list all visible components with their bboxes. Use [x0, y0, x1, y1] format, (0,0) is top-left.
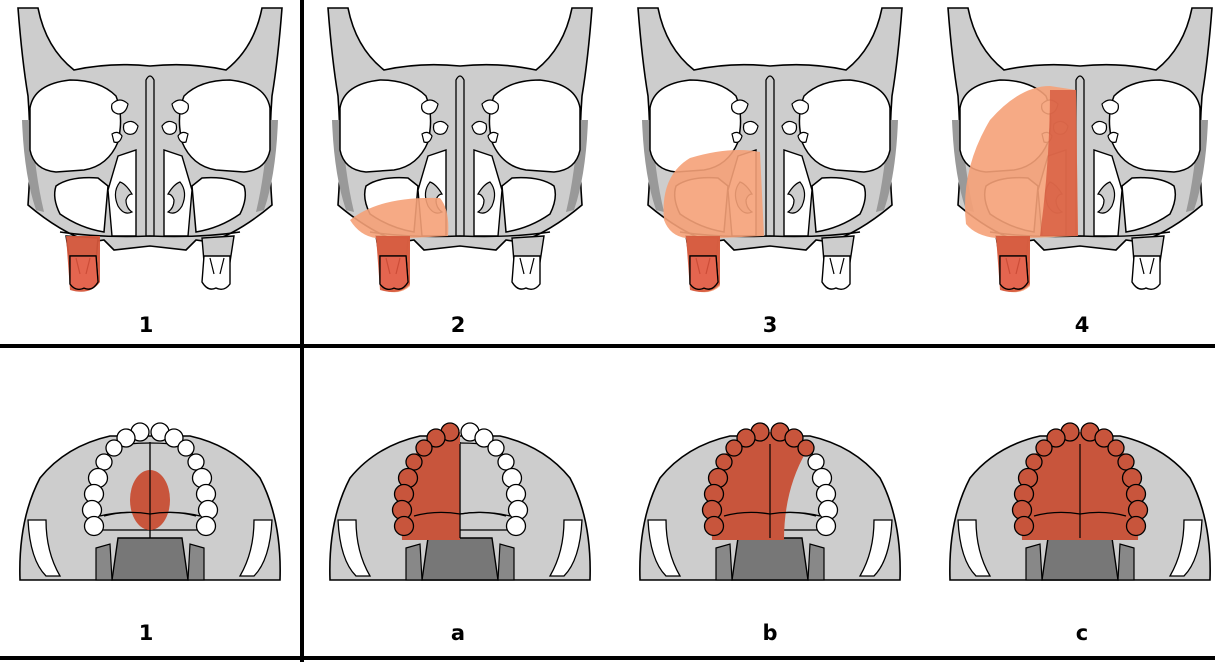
tooth-left-8 — [1015, 517, 1034, 536]
tooth-right-4 — [498, 454, 514, 470]
tooth-right-4 — [808, 454, 824, 470]
tooth-right-4 — [188, 454, 204, 470]
palate-panel-1 — [20, 423, 280, 580]
coronal-panel-3 — [638, 8, 902, 292]
tooth-right-8 — [817, 517, 836, 536]
tooth-right-8 — [1127, 517, 1146, 536]
coronal-panel-4 — [948, 8, 1212, 292]
palate-panel-c — [950, 423, 1210, 580]
tooth-right-8 — [197, 517, 216, 536]
panel-label-bottom-b: b — [740, 621, 800, 645]
coronal-panel-1 — [18, 8, 282, 292]
panel-label-bottom-c: c — [1052, 621, 1112, 645]
tooth-right-3 — [488, 440, 504, 456]
tooth-left-3 — [106, 440, 122, 456]
tooth-left-8 — [705, 517, 724, 536]
panel-label-top-4: 4 — [1052, 313, 1112, 337]
tooth-left-3 — [1036, 440, 1052, 456]
palate-panel-a — [330, 423, 590, 580]
panel-label-bottom-a: a — [428, 621, 488, 645]
panel-label-top-3: 3 — [740, 313, 800, 337]
tooth-right-4 — [1118, 454, 1134, 470]
tooth-left-3 — [726, 440, 742, 456]
tooth-left-8 — [85, 517, 104, 536]
coronal-panel-2 — [328, 8, 592, 292]
tooth-left-4 — [716, 454, 732, 470]
palate-panel-b — [640, 423, 900, 580]
tooth-right-8 — [507, 517, 526, 536]
tooth-right-3 — [798, 440, 814, 456]
tooth-left-4 — [96, 454, 112, 470]
panel-label-top-1: 1 — [116, 313, 176, 337]
tooth-left-4 — [1026, 454, 1042, 470]
tooth-left-3 — [416, 440, 432, 456]
panel-label-top-2: 2 — [428, 313, 488, 337]
tooth-right-3 — [178, 440, 194, 456]
panel-label-bottom-1: 1 — [116, 621, 176, 645]
tooth-left-4 — [406, 454, 422, 470]
tooth-left-8 — [395, 517, 414, 536]
tooth-right-3 — [1108, 440, 1124, 456]
